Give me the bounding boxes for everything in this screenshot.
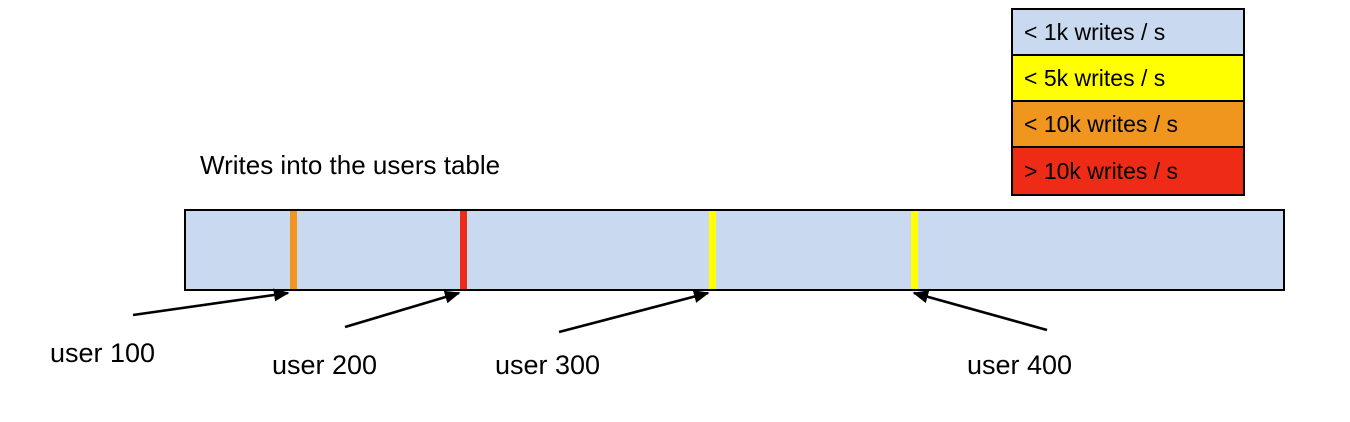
users-table-keyspace-bar: [184, 209, 1285, 291]
arrow-user-300: [558, 290, 710, 334]
legend-row-under-5k: < 5k writes / s: [1013, 56, 1243, 102]
label-user-200: user 200: [272, 350, 378, 380]
legend-row-over-10k: > 10k writes / s: [1013, 148, 1243, 194]
chart-title: Writes into the users table: [200, 150, 501, 180]
legend-label-over-10k: > 10k writes / s: [1024, 157, 1179, 184]
legend-row-under-1k: < 1k writes / s: [1013, 10, 1243, 56]
arrow-user-400: [912, 290, 1048, 332]
label-user-300: user 300: [495, 350, 601, 380]
legend-label-under-10k: < 10k writes / s: [1024, 110, 1179, 137]
hotspot-stripe-user-400: [911, 211, 918, 289]
label-user-100: user 100: [50, 338, 156, 368]
legend-label-under-5k: < 5k writes / s: [1024, 64, 1166, 91]
legend-row-under-10k: < 10k writes / s: [1013, 102, 1243, 148]
hotspot-stripe-user-300: [709, 211, 716, 289]
label-user-400: user 400: [967, 350, 1073, 380]
arrow-user-100: [132, 288, 290, 317]
arrow-user-200: [344, 290, 461, 329]
hotspot-stripe-user-200: [460, 211, 467, 289]
legend-label-under-1k: < 1k writes / s: [1024, 18, 1166, 45]
hotspot-stripe-user-100: [290, 211, 297, 289]
legend: < 1k writes / s < 5k writes / s < 10k wr…: [1011, 8, 1245, 196]
